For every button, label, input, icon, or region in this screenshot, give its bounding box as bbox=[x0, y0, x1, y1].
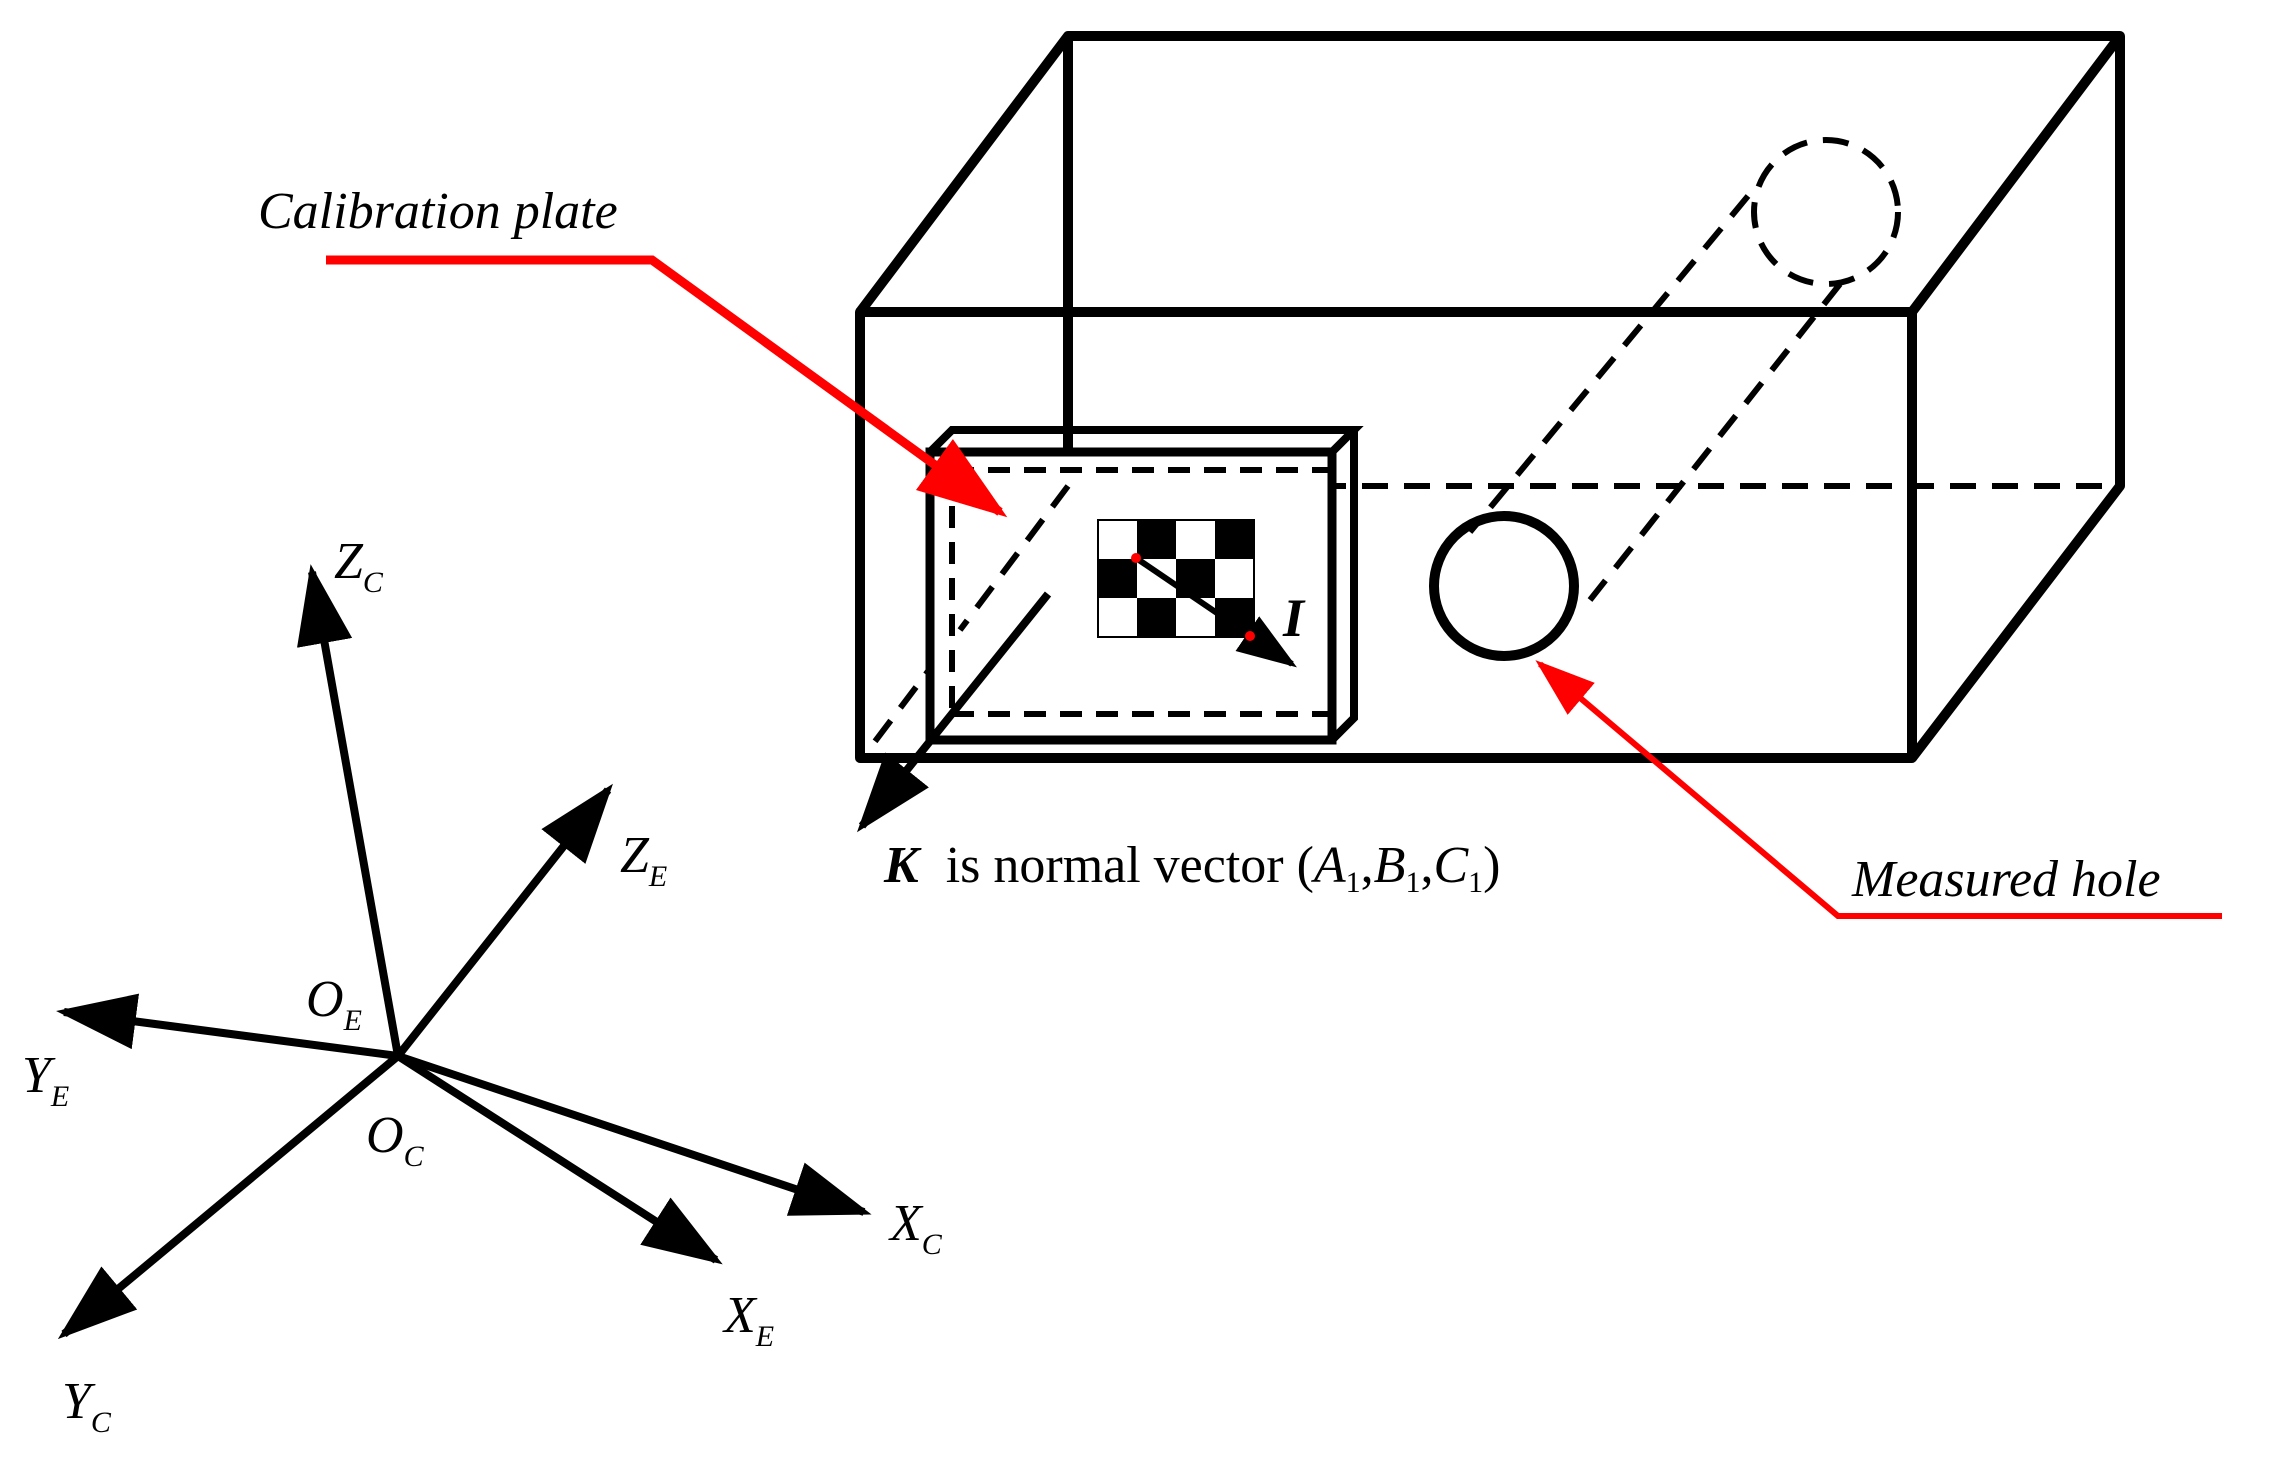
checker-square bbox=[1215, 559, 1254, 598]
hole-bore-lower-edge bbox=[1587, 282, 1843, 602]
hole-back-dashed bbox=[1751, 137, 1901, 287]
normal-b: B bbox=[1374, 837, 1406, 894]
label-ze: ZE bbox=[620, 827, 667, 893]
calibration-plate-label: Calibration plate bbox=[258, 183, 618, 240]
plate-through-lines bbox=[957, 484, 1071, 632]
normal-caption-text: is normal vector ( bbox=[946, 837, 1314, 894]
plate-side-thickness bbox=[1329, 430, 1358, 743]
checker-square bbox=[1137, 520, 1176, 559]
normal-a: A bbox=[1311, 837, 1346, 894]
label-xc: XC bbox=[888, 1195, 943, 1261]
axis-yc bbox=[57, 1052, 401, 1340]
checkerboard-pattern bbox=[1097, 519, 1255, 638]
normal-k-label: K bbox=[883, 837, 922, 894]
checker-square bbox=[1137, 598, 1176, 637]
vector-i-label: I bbox=[1282, 588, 1306, 648]
calibration-plate-leader bbox=[326, 255, 1008, 518]
comma-1: , bbox=[1361, 837, 1374, 894]
measured-hole-circle bbox=[1429, 511, 1579, 661]
checker-square bbox=[1098, 520, 1137, 559]
box-right-face bbox=[1908, 36, 2125, 762]
checkerboard-border bbox=[1097, 519, 1255, 638]
measured-hole-leader bbox=[1535, 660, 2222, 919]
workpiece-box bbox=[855, 31, 2125, 763]
vector-i-arrow bbox=[1134, 555, 1297, 668]
coordinate-frames bbox=[56, 564, 872, 1340]
label-xe: XE bbox=[722, 1287, 774, 1353]
comma-2: , bbox=[1420, 837, 1433, 894]
normal-c: C bbox=[1433, 837, 1469, 894]
vector-i: I bbox=[1131, 553, 1306, 668]
normal-b-sub: 1 bbox=[1405, 866, 1420, 899]
label-zc: ZC bbox=[334, 533, 384, 599]
label-oe: OE bbox=[306, 971, 362, 1037]
box-front-face bbox=[855, 307, 1917, 763]
normal-k-arrow bbox=[856, 591, 1052, 833]
normal-c-sub: 1 bbox=[1468, 866, 1483, 899]
axis-xe bbox=[395, 1052, 723, 1265]
close-paren: ) bbox=[1483, 837, 1500, 894]
axis-ze bbox=[394, 783, 613, 1059]
normal-vector-caption: K is normal vector (A1,B1,C1) bbox=[883, 837, 1500, 899]
axis-labels: ZC ZE OE OC YE YC XC XE bbox=[22, 533, 943, 1439]
checker-square bbox=[1098, 598, 1137, 637]
normal-a-sub: 1 bbox=[1346, 866, 1361, 899]
vector-i-end-dot bbox=[1245, 631, 1255, 641]
axis-xc bbox=[396, 1052, 872, 1216]
axis-ye bbox=[56, 993, 399, 1060]
hole-bore-upper-edge bbox=[1467, 194, 1751, 534]
axis-zc bbox=[297, 564, 402, 1057]
box-top-face bbox=[856, 31, 2125, 316]
checker-square bbox=[1176, 598, 1215, 637]
label-ye: YE bbox=[22, 1047, 69, 1113]
measured-hole-label: Measured hole bbox=[1851, 851, 2161, 908]
label-oc: OC bbox=[366, 1107, 425, 1173]
vector-i-start-dot bbox=[1131, 553, 1141, 563]
label-yc: YC bbox=[62, 1373, 112, 1439]
checker-square bbox=[1176, 520, 1215, 559]
checker-square bbox=[1215, 520, 1254, 559]
checker-square bbox=[1098, 559, 1137, 598]
